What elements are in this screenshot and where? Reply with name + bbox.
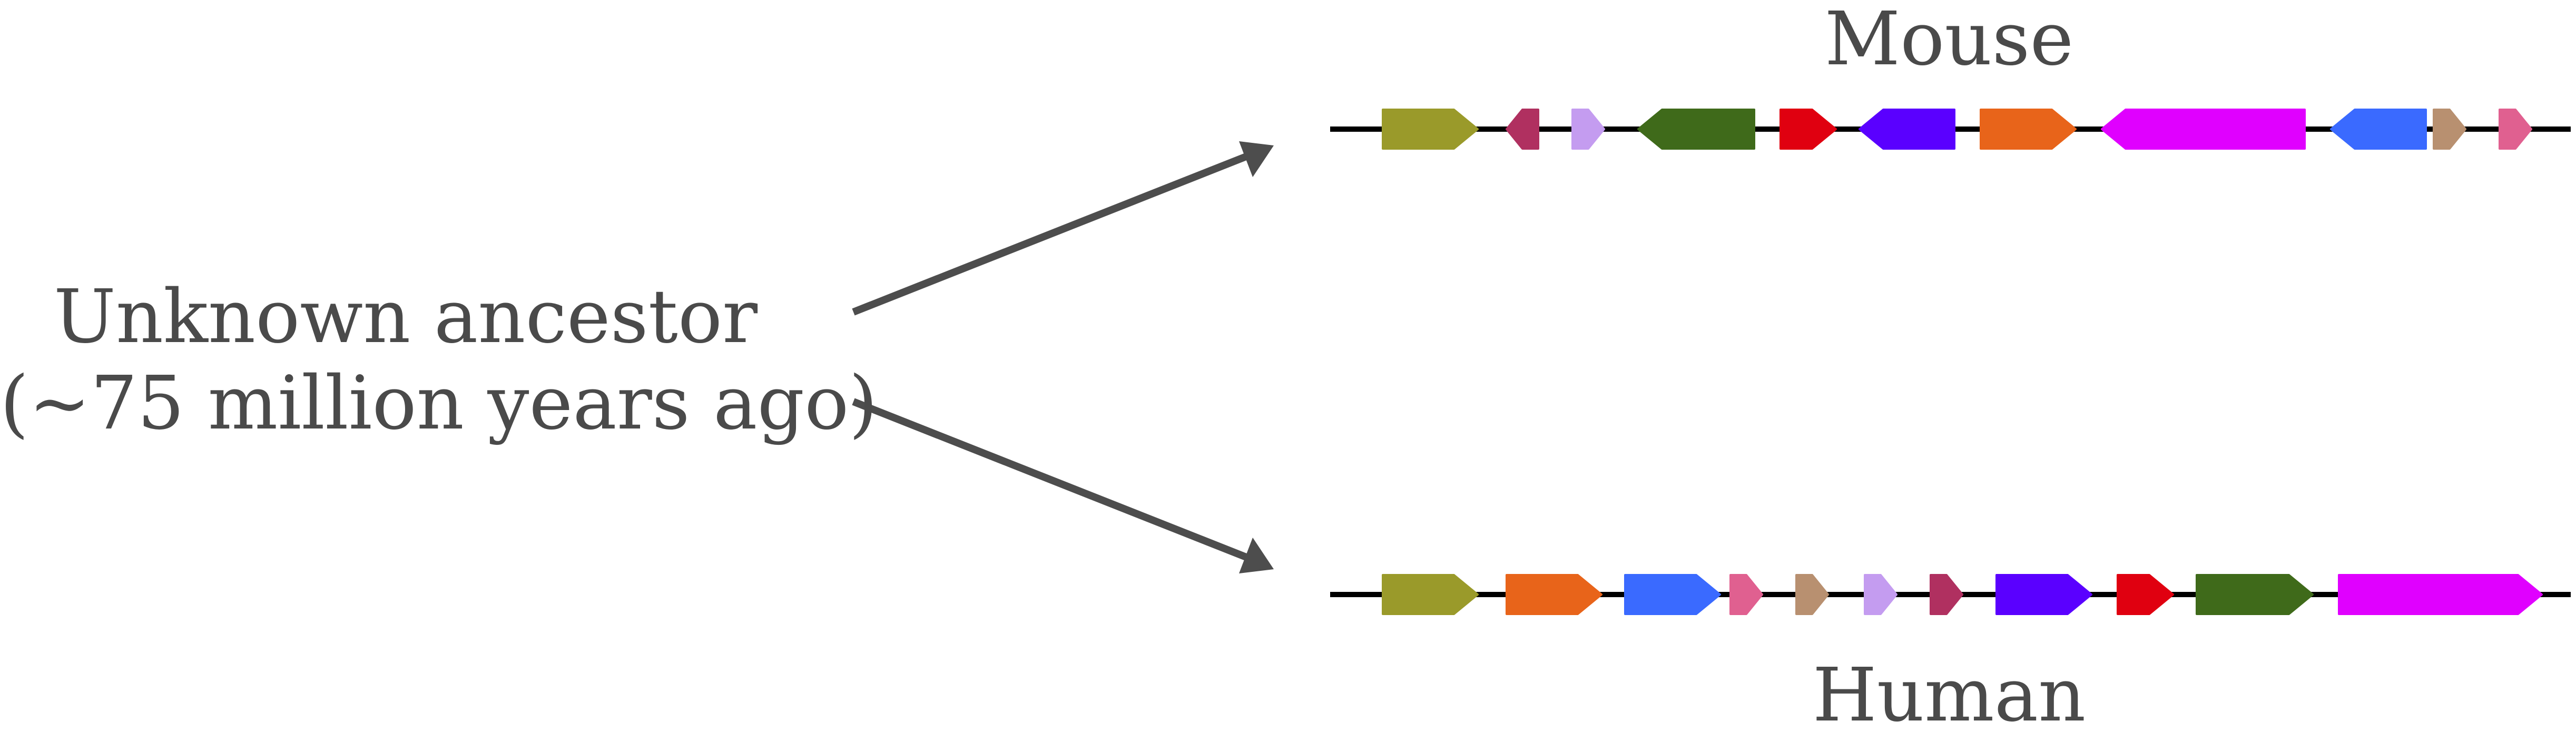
mouse-gene-4-left-arrow-icon [1637,109,1755,150]
human-gene-5-right-arrow-icon [1795,574,1829,615]
human-gene-4-right-arrow-icon [1729,574,1763,615]
mouse-gene-9-left-arrow-icon [2330,109,2427,150]
human-gene-1-right-arrow-icon [1382,574,1479,615]
arrow-to-human [852,398,1249,561]
human-gene-2-right-arrow-icon [1506,574,1602,615]
human-gene-6-right-arrow-icon [1864,574,1897,615]
human-gene-8-right-arrow-icon [1995,574,2092,615]
arrowhead-human-icon [1239,538,1274,573]
human-gene-9-right-arrow-icon [2117,574,2174,615]
human-label: Human [1812,652,2086,738]
mouse-gene-1-right-arrow-icon [1382,109,1479,150]
arrow-to-mouse [852,152,1249,316]
mouse-gene-5-right-arrow-icon [1779,109,1837,150]
human-gene-10-right-arrow-icon [2196,574,2314,615]
mouse-label: Mouse [1824,0,2074,82]
mouse-gene-11-right-arrow-icon [2499,109,2532,150]
human-gene-track [1382,574,2543,615]
ancestor-label-line1: Unknown ancestor [53,274,758,360]
ancestor-label-line2: (~75 million years ago) [0,360,878,446]
mouse-gene-6-left-arrow-icon [1859,109,1955,150]
human-gene-3-right-arrow-icon [1624,574,1721,615]
mouse-gene-10-right-arrow-icon [2433,109,2466,150]
ancestor-label: Unknown ancestor (~75 million years ago) [0,274,878,447]
mouse-gene-7-right-arrow-icon [1980,109,2077,150]
mouse-gene-3-right-arrow-icon [1571,109,1605,150]
mouse-gene-track [1382,109,2532,150]
mouse-gene-2-left-arrow-icon [1506,109,1539,150]
human-gene-7-right-arrow-icon [1930,574,1963,615]
human-gene-11-right-arrow-icon [2338,574,2543,615]
arrowhead-mouse-icon [1239,141,1274,177]
mouse-gene-8-left-arrow-icon [2101,109,2306,150]
